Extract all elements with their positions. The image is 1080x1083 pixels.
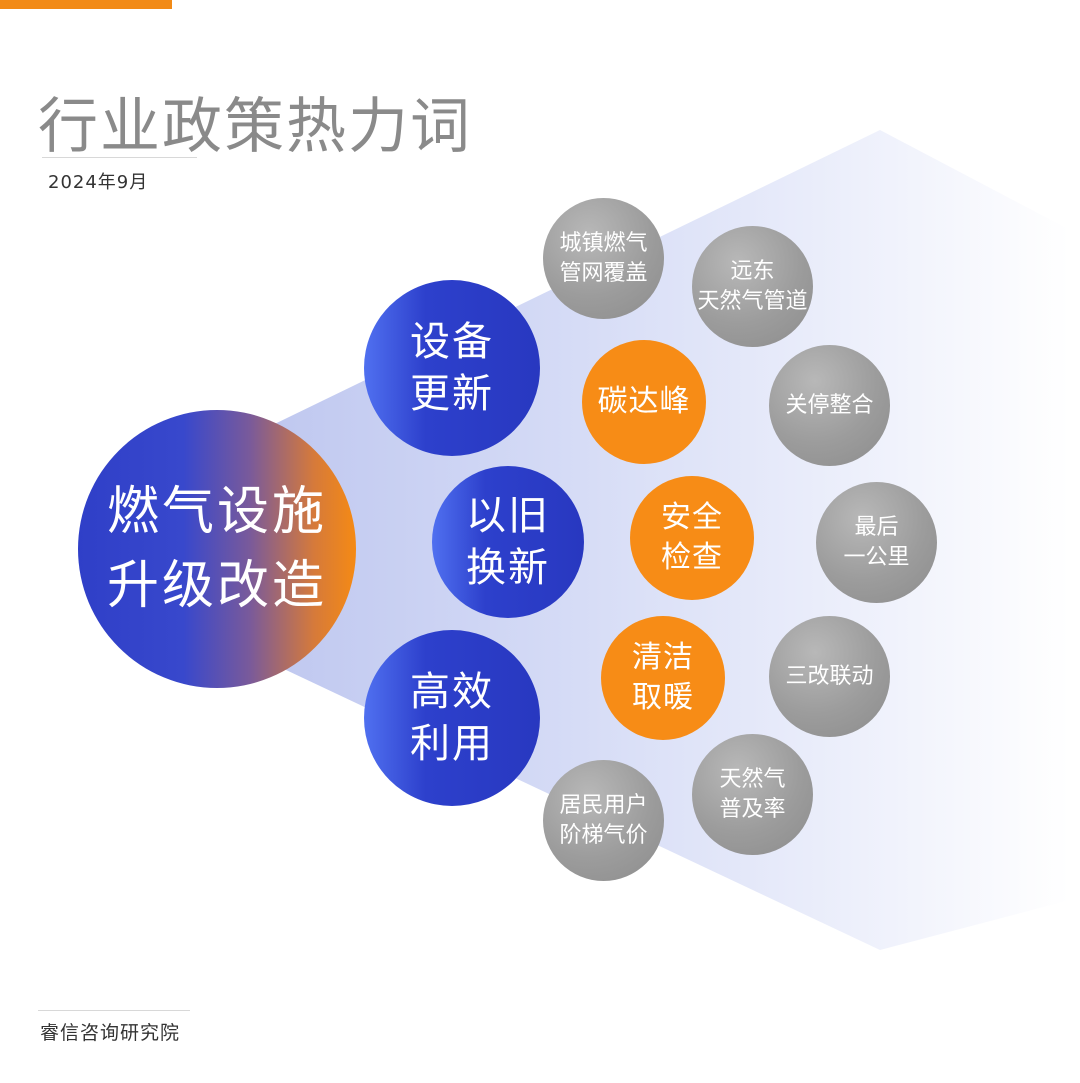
hot-term-bubble-carbon-peak: 碳达峰: [582, 340, 706, 464]
date-label: 2024年9月: [48, 172, 149, 193]
footer-organization: 睿信咨询研究院: [40, 1022, 181, 1044]
page-title: 行业政策热力词: [38, 92, 472, 162]
pillar-bubble-trade-in: 以旧 换新: [432, 466, 584, 618]
hot-term-bubble-clean-heating: 清洁 取暖: [601, 616, 725, 740]
term-bubble-urban-gas-network: 城镇燃气 管网覆盖: [543, 198, 664, 319]
accent-bar: [0, 0, 172, 9]
term-bubble-tiered-gas-price: 居民用户 阶梯气价: [543, 760, 664, 881]
core-topic-bubble: 燃气设施 升级改造: [78, 410, 356, 688]
term-bubble-gas-penetration: 天然气 普及率: [692, 734, 813, 855]
term-bubble-last-mile: 最后 一公里: [816, 482, 937, 603]
term-bubble-far-east-pipeline: 远东 天然气管道: [692, 226, 813, 347]
pillar-bubble-efficient-use: 高效 利用: [364, 630, 540, 806]
term-bubble-shutdown-integration: 关停整合: [769, 345, 890, 466]
footer-divider: [38, 1010, 190, 1011]
hot-term-bubble-safety-inspection: 安全 检查: [630, 476, 754, 600]
title-divider: [42, 157, 197, 158]
term-bubble-three-renovations: 三改联动: [769, 616, 890, 737]
pillar-bubble-equipment-update: 设备 更新: [364, 280, 540, 456]
